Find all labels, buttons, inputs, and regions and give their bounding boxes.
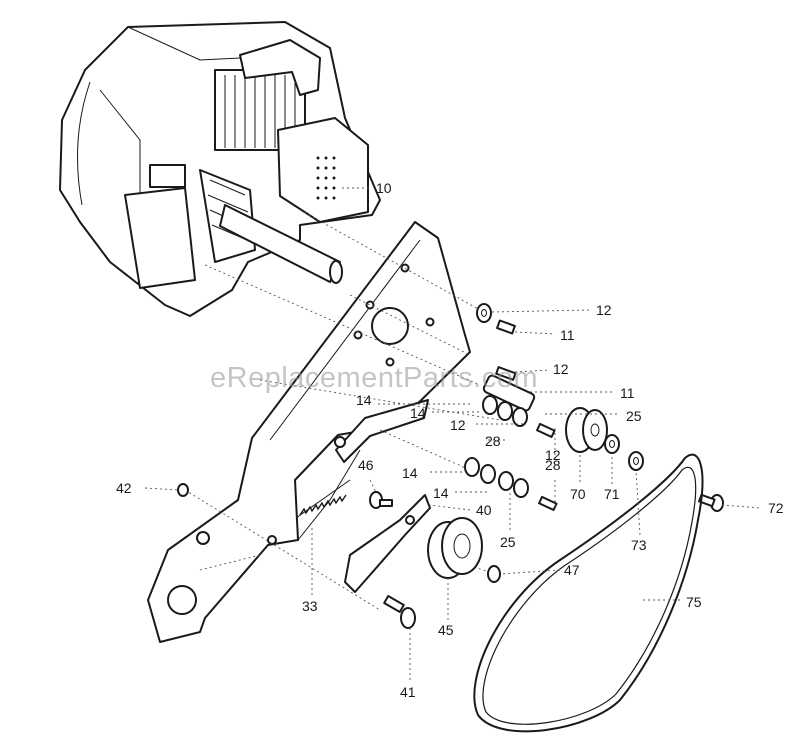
callout-leaders (144, 187, 761, 680)
callout-14-c: 14 (402, 465, 418, 481)
hardware (177, 303, 724, 629)
callout-12-mid: 12 (553, 361, 569, 377)
callout-12-left: 12 (450, 417, 466, 433)
callout-46: 46 (358, 457, 374, 473)
callout-40: 40 (476, 502, 492, 518)
callout-41: 41 (400, 684, 416, 700)
engine-assembly (59, 21, 381, 317)
callout-14-b: 14 (410, 405, 426, 421)
callout-70: 70 (570, 486, 586, 502)
callout-14-d: 14 (433, 485, 449, 501)
callout-12-top: 12 (596, 302, 612, 318)
callout-28-lower: 28 (545, 457, 561, 473)
alignment-lines (184, 209, 501, 611)
callout-11-mid: 11 (620, 385, 635, 401)
callout-28-left: 28 (485, 433, 501, 449)
callout-12-lower: 12 (545, 447, 561, 463)
callout-14-a: 14 (356, 392, 372, 408)
callout-45: 45 (438, 622, 454, 638)
callout-10: 10 (376, 180, 392, 196)
callout-25-top: 25 (626, 408, 642, 424)
muffler-vents (316, 156, 336, 200)
callout-11-top: 11 (560, 327, 575, 343)
watermark-text: eReplacementParts.com (210, 362, 539, 394)
callout-75: 75 (686, 594, 702, 610)
v-belt (473, 453, 704, 733)
mounting-bracket (147, 221, 471, 643)
callout-25-lower: 25 (500, 534, 516, 550)
callout-72: 72 (768, 500, 784, 516)
callout-33: 33 (302, 598, 318, 614)
callout-47: 47 (564, 562, 580, 578)
callout-42: 42 (116, 480, 132, 496)
callout-71: 71 (604, 486, 620, 502)
callout-73: 73 (631, 537, 647, 553)
